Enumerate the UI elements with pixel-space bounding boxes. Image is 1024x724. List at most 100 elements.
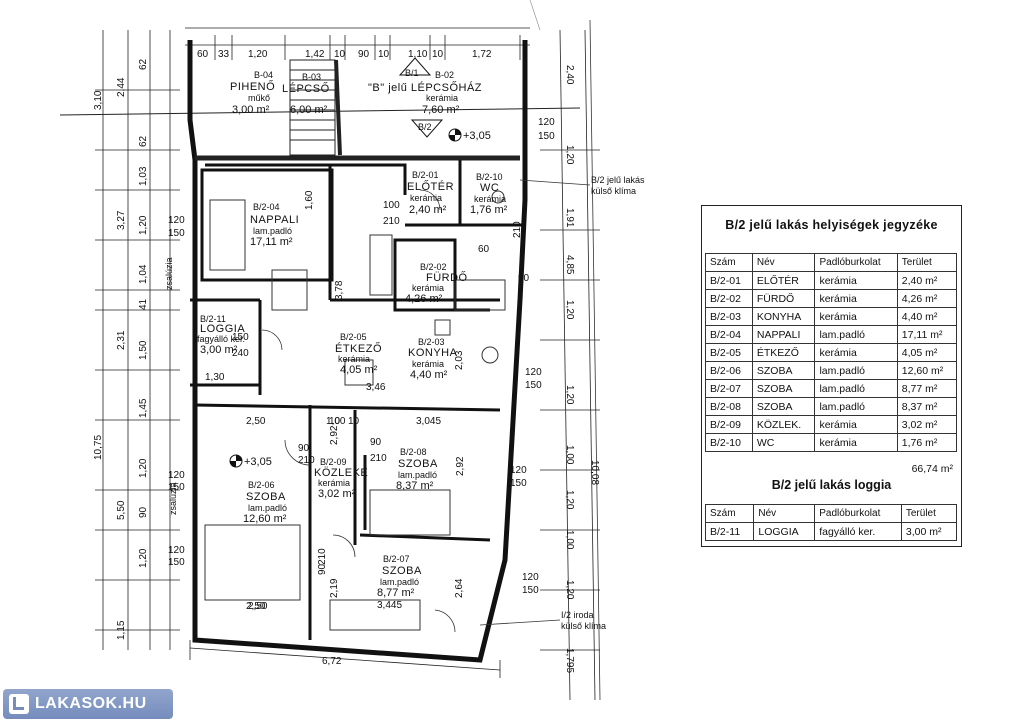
dimension-label-top: 1,20 <box>248 49 268 60</box>
svg-text:12,60 m²: 12,60 m² <box>243 513 287 525</box>
dimension-label-interior: 120 <box>168 215 185 226</box>
cell: ÉTKEZŐ <box>751 343 816 362</box>
dimension-label-interior: 2,92 <box>455 456 466 476</box>
dimension-label-right: 1,795 <box>564 648 575 673</box>
room-floor: kerámia <box>426 93 458 103</box>
level-label-1: +3,05 <box>463 130 491 142</box>
dimension-label-interior: 120 <box>168 545 185 556</box>
dimension-label-left-outer: 5,50 <box>116 500 127 520</box>
page-fold-line <box>589 19 601 701</box>
dimension-label-interior: 150 <box>538 131 555 142</box>
svg-text:ÉTKEZŐ: ÉTKEZŐ <box>335 341 382 355</box>
cell: SZOBA <box>751 361 816 380</box>
svg-text:1,76 m²: 1,76 m² <box>470 204 508 216</box>
svg-text:lam.padló: lam.padló <box>398 470 437 480</box>
col-header: Terület <box>896 253 958 272</box>
dimension-label-left-inner: 1,03 <box>138 166 149 186</box>
dimension-label-top: 1,10 <box>408 49 428 60</box>
cell: 4,26 m² <box>896 289 958 308</box>
dimension-label-left-inner: 1,04 <box>138 264 149 284</box>
dimension-label-left-outer: 3,27 <box>116 210 127 230</box>
room-b-03-stair: B-03 LÉPCSŐ 6,00 m² <box>282 72 329 116</box>
page-edge <box>529 0 541 31</box>
dimension-label-interior: 1,00 <box>326 416 346 427</box>
dimension-label-right: 1,20 <box>564 300 575 320</box>
dimension-label-interior: 210 <box>317 548 328 565</box>
col-header: Padlóburkolat <box>814 253 898 272</box>
stair-tag-triangle-2 <box>410 119 444 138</box>
bed-b2-06 <box>204 524 301 601</box>
cell: SZOBA <box>751 397 816 416</box>
dimension-label-interior: 150 <box>525 380 542 391</box>
dining-table <box>344 359 374 386</box>
svg-text:KONYHA: KONYHA <box>408 347 458 359</box>
svg-text:kerámia: kerámia <box>410 193 442 203</box>
dimension-label-left-outer: 1,15 <box>116 620 127 640</box>
room-b2-10: B/2-10 WC kerámia 1,76 m² <box>470 172 508 216</box>
cell: kerámia <box>814 289 898 308</box>
svg-text:B/2-06: B/2-06 <box>248 480 275 490</box>
room-id: B-04 <box>254 70 273 80</box>
total-area: 66,74 m² <box>911 463 953 475</box>
level-marker-2 <box>229 454 243 468</box>
cabinet <box>369 234 393 296</box>
svg-text:4,40 m²: 4,40 m² <box>410 369 448 381</box>
dimension-label-interior: 210 <box>298 455 315 466</box>
dimension-label-right: 1,20 <box>564 385 575 405</box>
dimension-label-interior: 3,045 <box>416 416 441 427</box>
dimension-label-interior: 3,46 <box>366 382 386 393</box>
cell: NAPPALI <box>751 325 816 344</box>
bed-b2-07 <box>329 599 421 631</box>
cell: WC <box>751 433 816 452</box>
dimension-label-interior: 90 <box>317 563 328 575</box>
level-marker-1 <box>448 128 462 142</box>
climate-leader-bottom <box>479 619 561 626</box>
dimension-label-left-inner: 1,50 <box>138 340 149 360</box>
dimension-label-right: 4,85 <box>564 255 575 275</box>
svg-text:WC: WC <box>480 182 499 194</box>
bottom-dimension-chain <box>189 640 501 678</box>
shutter-note-2: zsalúzia <box>168 482 178 515</box>
room-schedule: B/2 jelű lakás helyiségek jegyzéke Szám … <box>701 205 962 547</box>
cell: 1,76 m² <box>896 433 958 452</box>
svg-text:B/2-11: B/2-11 <box>200 314 226 324</box>
svg-text:SZOBA: SZOBA <box>246 491 286 503</box>
dimension-label-left-inner: 1,20 <box>138 548 149 568</box>
svg-text:3,02 m²: 3,02 m² <box>318 488 356 500</box>
cell: kerámia <box>814 343 898 362</box>
dimension-label-right: 1,20 <box>564 490 575 510</box>
dimension-label-interior: 150 <box>232 332 249 343</box>
cell: B/2-07 <box>705 379 753 398</box>
loggia-title: B/2 jelű lakás loggia <box>771 478 892 492</box>
left-dimension-chains <box>95 30 180 650</box>
site-watermark[interactable]: LAKASOK.HU <box>3 689 173 719</box>
sink <box>481 346 499 364</box>
svg-text:NAPPALI: NAPPALI <box>250 214 299 226</box>
dimension-label-interior: 10 <box>329 416 341 427</box>
room-area: 6,00 m² <box>290 104 328 116</box>
cell: 3,00 m² <box>900 522 958 541</box>
dimension-label-right: 1,20 <box>564 580 575 600</box>
svg-text:lam.padló: lam.padló <box>248 503 287 513</box>
svg-text:kerámia: kerámia <box>338 354 370 364</box>
dimension-label-left-outer: 10,75 <box>93 435 104 460</box>
dimension-label-interior: 1,60 <box>304 190 315 210</box>
cell: B/2-08 <box>705 397 753 416</box>
dimension-label-top: 90 <box>358 49 370 60</box>
cell: lam.padló <box>814 397 898 416</box>
col-header: Szám <box>705 253 753 272</box>
climate-note-top-line2: külső klíma <box>591 186 636 196</box>
table-header-row: Szám Név Padlóburkolat Terület <box>705 253 958 272</box>
svg-text:4,26 m²: 4,26 m² <box>405 293 443 305</box>
room-b2-07: B/2-07 SZOBA lam.padló 8,77 m² <box>377 554 421 599</box>
dimension-label-interior: 90 <box>518 273 530 284</box>
dimension-label-top: 10 <box>378 49 390 60</box>
svg-text:B/2-02: B/2-02 <box>420 262 447 272</box>
room-b2-05: B/2-05 ÉTKEZŐ kerámia 4,05 m² <box>335 332 382 376</box>
room-b2-11: B/2-11 LOGGIA fagyálló ker. 3,00 m² <box>197 314 245 356</box>
dimension-label-top: 33 <box>218 49 230 60</box>
